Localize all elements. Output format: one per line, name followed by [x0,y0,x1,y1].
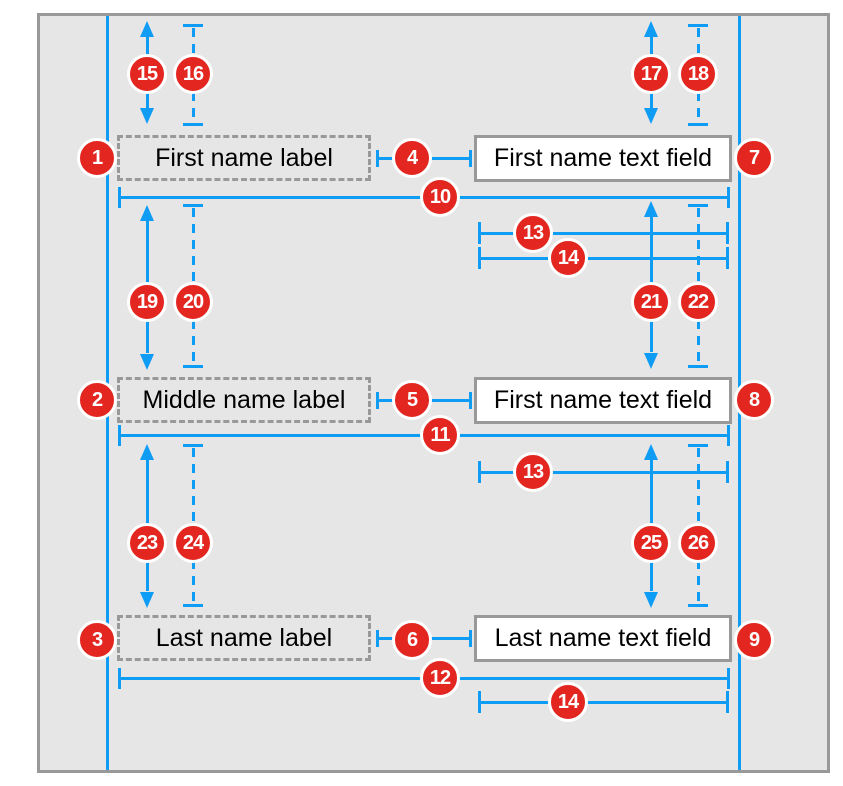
callout-badge-25: 25 [631,523,671,563]
first-name-text-field-box: First name text field [474,135,732,182]
callout-badge-4: 4 [392,138,432,178]
callout-badge-6: 6 [392,620,432,660]
callout-badge-10: 10 [420,177,460,217]
callout-badge-20: 20 [173,282,213,322]
callout-badge-1: 1 [77,138,117,178]
callout-badge-23: 23 [127,523,167,563]
callout-badge-14a: 14 [548,238,588,278]
callout-badge-8: 8 [734,380,774,420]
callout-badge-9: 9 [734,620,774,660]
callout-badge-19: 19 [127,282,167,322]
callout-badge-2: 2 [77,380,117,420]
callout-badge-14b: 14 [548,682,588,722]
callout-badge-22: 22 [678,282,718,322]
callout-badge-21: 21 [631,282,671,322]
callout-badge-16: 16 [173,54,213,94]
middle-row-text-field-box: First name text field [474,377,732,424]
first-name-label-box: First name label [117,135,371,181]
callout-badge-12: 12 [420,658,460,698]
last-name-label-box: Last name label [117,615,371,661]
callout-badge-17: 17 [631,54,671,94]
callout-badge-5: 5 [392,380,432,420]
callout-badge-13b: 13 [513,452,553,492]
callout-badge-15: 15 [127,54,167,94]
callout-badge-18: 18 [678,54,718,94]
callout-badge-24: 24 [173,523,213,563]
middle-name-label-box: Middle name label [117,377,371,423]
callout-badge-7: 7 [734,138,774,178]
callout-badge-26: 26 [678,523,718,563]
last-name-text-field-box: Last name text field [474,615,732,662]
callout-badge-3: 3 [77,620,117,660]
callout-badge-11: 11 [420,415,460,455]
callout-badge-13a: 13 [513,213,553,253]
